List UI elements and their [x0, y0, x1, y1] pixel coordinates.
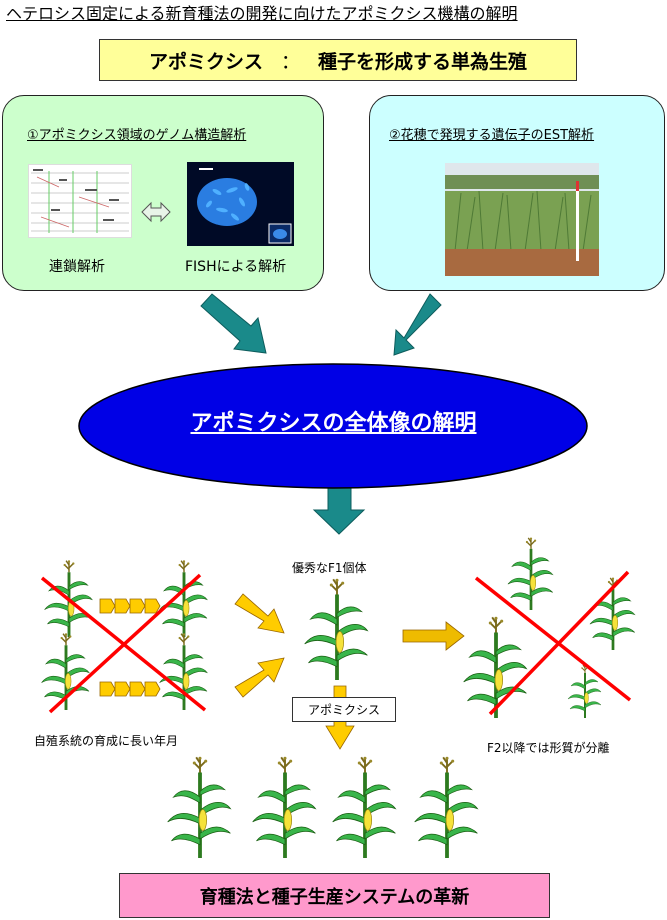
goal-text: アポミクシスの全体像の解明	[190, 411, 477, 436]
corn-plant	[250, 754, 318, 860]
field-photo	[445, 163, 599, 276]
teal-arrow-right	[393, 293, 442, 356]
genome-analysis-heading: ①アポミクシス領域のゲノム構造解析	[27, 128, 247, 143]
corn-plant	[165, 754, 233, 860]
f1-label: 優秀なF1個体	[292, 561, 367, 575]
definition-term: アポミクシス	[148, 50, 263, 73]
linkage-caption: 連鎖解析	[49, 259, 105, 275]
corn-plant	[302, 576, 370, 682]
definition-box: アポミクシス ： 種子を形成する単為生殖	[99, 39, 577, 81]
goal-ellipse	[78, 363, 588, 489]
yellow-arrow-upper	[234, 593, 285, 634]
red-cross-right	[474, 570, 632, 716]
gray-arrow-right	[402, 621, 465, 651]
corn-plant	[506, 536, 555, 612]
page-title: ヘテロシス固定による新育種法の開発に向けたアポミクシス機構の解明	[6, 4, 518, 23]
f2-label: F2以降では形質が分離	[487, 741, 610, 755]
linkage-map-image	[28, 164, 132, 238]
double-arrow-icon	[141, 201, 171, 223]
yellow-arrow-lower	[234, 657, 285, 698]
fish-caption: FISHによる解析	[185, 259, 287, 275]
corn-plant	[412, 754, 480, 860]
est-analysis-heading: ②花穂で発現する遺伝子のEST解析	[389, 128, 595, 143]
definition-separator: ：	[280, 50, 300, 73]
corn-plant	[330, 754, 398, 860]
yellow-generation-bar-top	[99, 598, 161, 614]
inbred-label: 自殖系統の育成に長い年月	[34, 734, 179, 748]
corn-plant	[461, 614, 529, 720]
teal-arrow-down	[312, 484, 366, 535]
red-cross-left	[40, 573, 207, 714]
yellow-generation-bar-bottom	[99, 681, 161, 697]
result-box: 育種法と種子生産システムの革新	[119, 873, 550, 918]
definition-meaning: 種子を形成する単為生殖	[318, 50, 528, 73]
apomixis-box: アポミクシス	[292, 697, 396, 722]
fish-image	[187, 162, 294, 246]
corn-plant	[158, 558, 209, 639]
teal-arrow-left	[200, 293, 267, 354]
corn-plant	[158, 631, 209, 712]
